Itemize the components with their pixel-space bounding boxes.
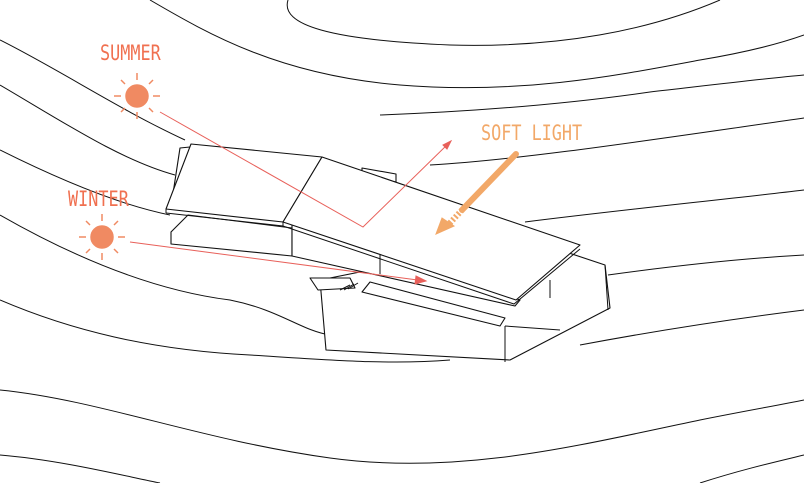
soft-light-arrow <box>435 151 519 235</box>
winter-label: WINTER <box>68 187 129 211</box>
ramp <box>361 281 506 327</box>
stair-pad <box>309 277 356 291</box>
soft-light-label: SOFT LIGHT <box>481 121 583 145</box>
roof-right <box>282 156 581 301</box>
winter-ray <box>129 241 428 285</box>
summer-sun-icon <box>114 73 160 119</box>
summer-ray <box>159 111 453 228</box>
winter-sun-icon <box>79 214 125 260</box>
building <box>165 143 611 362</box>
summer-label: SUMMER <box>100 41 161 65</box>
